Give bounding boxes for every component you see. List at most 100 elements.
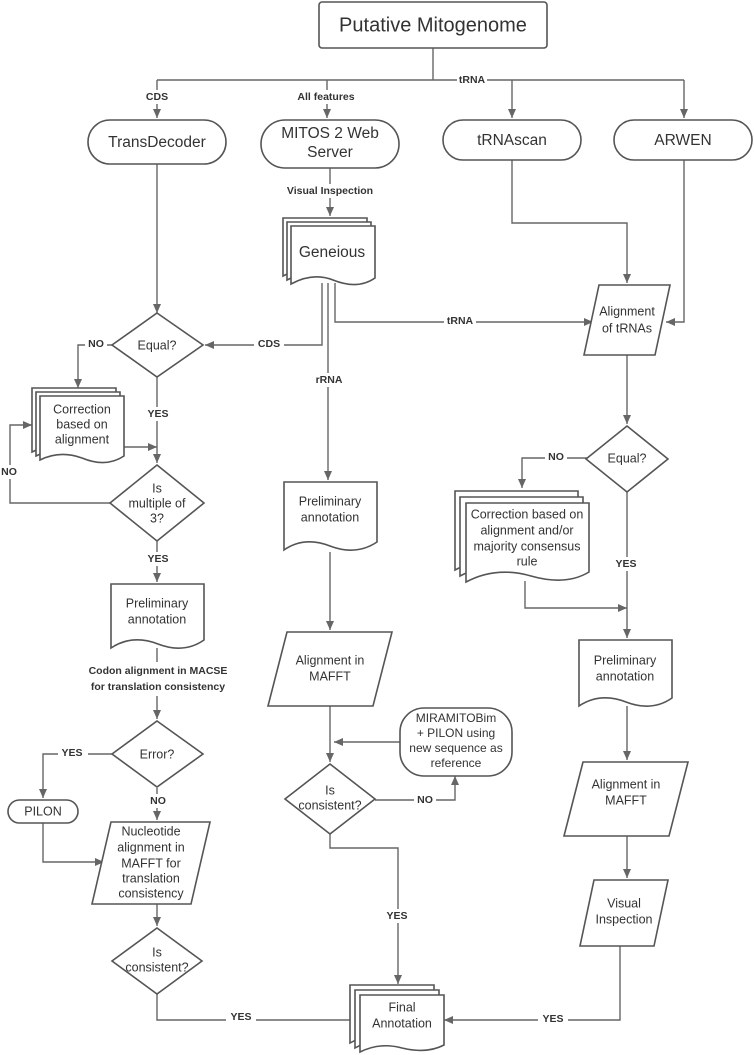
miramito-node: MIRAMITOBim + PILON using new sequence a… <box>399 707 513 777</box>
consistent-mid-decision: Is consistent? <box>283 762 377 836</box>
preliminary-annotation-left: Preliminary annotation <box>110 583 205 650</box>
preliminary-annotation-mid: Preliminary annotation <box>283 481 378 552</box>
svg-text:Visual: Visual <box>607 896 641 910</box>
svg-text:Nucleotide: Nucleotide <box>121 824 180 838</box>
label-visual-inspection: Visual Inspection <box>287 185 373 197</box>
svg-text:Inspection: Inspection <box>596 912 653 926</box>
svg-text:Correction based on: Correction based on <box>471 507 584 521</box>
svg-text:Putative Mitogenome: Putative Mitogenome <box>339 14 527 36</box>
svg-text:annotation: annotation <box>596 669 654 683</box>
trnascan-node: tRNAscan <box>442 119 582 161</box>
svg-text:Alignment in: Alignment in <box>592 777 661 791</box>
svg-text:Is: Is <box>325 783 335 797</box>
svg-text:alignment and/or: alignment and/or <box>480 523 573 537</box>
svg-text:consistent?: consistent? <box>298 798 361 812</box>
label-all-features: All features <box>297 91 354 103</box>
label-yes-multiple3: YES <box>147 553 168 565</box>
svg-text:Equal?: Equal? <box>138 338 177 352</box>
label-yes-equal-left: YES <box>147 408 168 420</box>
geneious-node: Geneious <box>282 217 376 286</box>
svg-text:Error?: Error? <box>140 747 175 761</box>
svg-text:new sequence as: new sequence as <box>409 741 502 755</box>
edge-visual-final-yes <box>444 946 621 1024</box>
svg-text:Alignment in: Alignment in <box>296 653 365 667</box>
svg-text:MIRAMITOBim: MIRAMITOBim <box>416 711 496 725</box>
svg-text:rule: rule <box>517 554 538 568</box>
final-annotation-node: Final Annotation <box>349 984 445 1054</box>
svg-text:Geneious: Geneious <box>299 244 366 261</box>
label-no-error: NO <box>150 795 166 807</box>
edge-trnascan-align <box>511 160 631 283</box>
nucleotide-alignment-node: Nucleotide alignment in MAFFT for transl… <box>90 821 212 905</box>
label-trna-top: tRNA <box>459 74 486 86</box>
svg-text:Final: Final <box>388 1000 415 1014</box>
correction-left-node: Correction based on alignment <box>31 387 125 464</box>
label-cds-top: CDS <box>146 91 168 103</box>
svg-text:annotation: annotation <box>301 510 359 524</box>
svg-text:translation: translation <box>122 871 180 885</box>
label-cds-mid: CDS <box>258 338 280 350</box>
arwen-node: ARWEN <box>613 119 753 161</box>
svg-text:MAFFT: MAFFT <box>309 669 351 683</box>
svg-text:TransDecoder: TransDecoder <box>108 134 206 151</box>
correction-right-node: Correction based on alignment and/or maj… <box>454 490 590 584</box>
svg-text:Is: Is <box>152 481 162 495</box>
edge-arwen-align <box>666 160 685 326</box>
edge-correction-right-out <box>524 581 627 612</box>
edge-geneious-trna <box>334 283 593 326</box>
label-yes-consistent-mid: YES <box>386 910 407 922</box>
transdecoder-node: TransDecoder <box>87 119 227 165</box>
svg-text:consistent?: consistent? <box>125 960 188 974</box>
error-decision: Error? <box>110 720 205 788</box>
edge-consistent-mid-no <box>375 776 459 801</box>
svg-text:consistency: consistency <box>118 886 184 900</box>
svg-text:annotation: annotation <box>128 612 186 626</box>
label-no-equal-left: NO <box>88 338 104 350</box>
label-yes-equal-right: YES <box>615 558 636 570</box>
svg-text:Equal?: Equal? <box>608 451 647 465</box>
edge-equal-left-no <box>74 344 112 388</box>
edge-equal-right-no <box>518 457 590 488</box>
svg-text:ARWEN: ARWEN <box>654 132 711 149</box>
label-codon-alignment-2: for translation consistency <box>91 681 225 693</box>
label-yes-error: YES <box>61 747 82 759</box>
svg-text:3?: 3? <box>150 511 164 525</box>
edge-pilon-nucleotide <box>42 823 104 866</box>
label-no-consistent-mid: NO <box>417 794 433 806</box>
svg-text:MITOS 2 Web: MITOS 2 Web <box>281 125 379 142</box>
edge-error-yes <box>39 753 112 798</box>
svg-text:majority consensus: majority consensus <box>474 539 581 553</box>
svg-text:of tRNAs: of tRNAs <box>602 321 652 335</box>
edge-labels: CDS All features tRNA Visual Inspection … <box>0 74 641 1026</box>
svg-text:Alignment: Alignment <box>599 304 655 318</box>
edge-multiple3-no <box>9 421 110 504</box>
svg-text:Preliminary: Preliminary <box>594 653 657 667</box>
alignment-mafft-right: Alignment in MAFFT <box>562 761 690 837</box>
label-trna-mid: tRNA <box>447 315 474 327</box>
label-yes-consistent-left: YES <box>230 1011 251 1023</box>
svg-text:MAFFT: MAFFT <box>605 793 647 807</box>
equal-right-decision: Equal? <box>584 424 670 494</box>
label-no-equal-right: NO <box>548 451 564 463</box>
edge-consistent-left-yes <box>156 993 368 1024</box>
svg-text:Preliminary: Preliminary <box>299 494 362 508</box>
label-yes-visual-right: YES <box>542 1013 563 1025</box>
svg-text:Correction: Correction <box>53 402 111 416</box>
svg-text:MAFFT for: MAFFT for <box>121 856 181 870</box>
alignment-trnas-node: Alignment of tRNAs <box>583 284 671 356</box>
mitos-node: MITOS 2 Web Server <box>260 119 400 169</box>
svg-text:reference: reference <box>431 756 482 770</box>
multiple-of-3-decision: Is multiple of 3? <box>108 463 206 543</box>
svg-text:based on: based on <box>56 417 107 431</box>
svg-text:alignment in: alignment in <box>117 840 184 854</box>
alignment-mafft-mid: Alignment in MAFFT <box>266 631 394 707</box>
svg-text:+ PILON using: + PILON using <box>417 726 495 740</box>
svg-text:Server: Server <box>307 144 353 161</box>
putative-mitogenome-node: Putative Mitogenome <box>318 1 548 49</box>
svg-text:alignment: alignment <box>55 432 110 446</box>
edge-geneious-cds <box>205 283 323 349</box>
equal-left-decision: Equal? <box>110 312 205 378</box>
visual-inspection-right: Visual Inspection <box>579 879 669 947</box>
svg-text:multiple of: multiple of <box>129 496 186 510</box>
svg-text:Annotation: Annotation <box>372 1016 432 1030</box>
